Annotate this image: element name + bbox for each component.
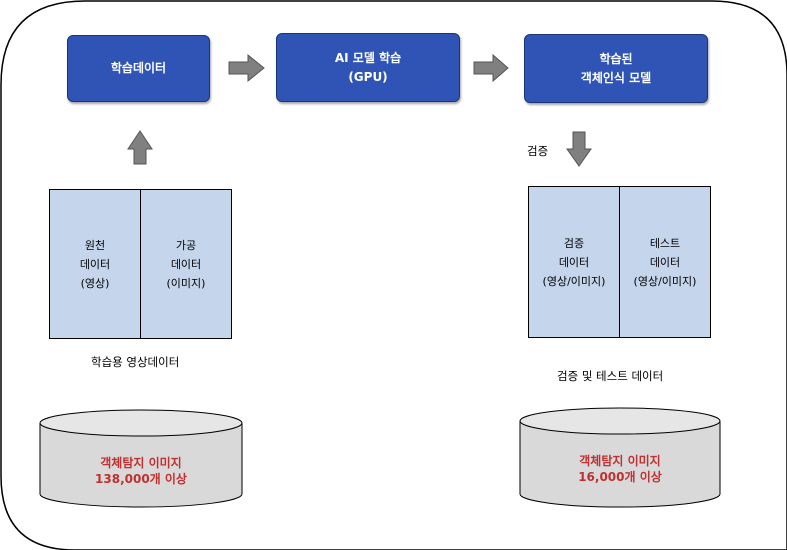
panel-raw-data: 원천 데이터 (영상): [49, 189, 141, 339]
verify-label: 검증: [527, 144, 549, 158]
arrow-down-icon: [566, 131, 592, 167]
panel-processed-data: 가공 데이터 (이미지): [140, 189, 232, 339]
node-label-line1: AI 모델 학습: [334, 50, 402, 65]
panel-line: 데이터: [170, 257, 202, 271]
database-line: 16,000개 이상: [578, 470, 662, 484]
database-label-test: 객체탐지 이미지 16,000개 이상: [520, 453, 720, 485]
test-panels-caption: 검증 및 테스트 데이터: [557, 369, 664, 383]
panel-line: 데이터: [649, 255, 681, 269]
database-label-train: 객체탐지 이미지 138,000개 이상: [40, 455, 242, 487]
arrow-right-icon: [473, 53, 509, 83]
database-cylinder-test: [519, 407, 721, 508]
panel-test-data: 테스트 데이터 (영상/이미지): [619, 186, 711, 338]
panel-line: 원천: [84, 238, 106, 252]
panel-line: (영상/이미지): [542, 274, 606, 288]
panel-validation-data: 검증 데이터 (영상/이미지): [528, 186, 620, 338]
panel-line: 데이터: [79, 257, 111, 271]
database-line: 138,000개 이상: [95, 472, 187, 486]
database-cylinder-train: [39, 409, 243, 508]
panel-line: 검증: [563, 236, 585, 250]
node-ai-training: AI 모델 학습 (GPU): [276, 33, 460, 102]
node-label-line1: 학습된: [599, 51, 633, 66]
panel-line: 테스트: [649, 236, 681, 250]
panel-line: (영상/이미지): [633, 274, 697, 288]
node-label-line2: (GPU): [348, 69, 388, 84]
database-line: 객체탐지 이미지: [579, 454, 661, 468]
node-label-line2: 객체인식 모델: [580, 70, 652, 85]
node-trained-model: 학습된 객체인식 모델: [524, 34, 708, 103]
panel-line: 가공: [175, 238, 197, 252]
database-line: 객체탐지 이미지: [100, 456, 182, 470]
panel-line: (영상): [80, 276, 110, 290]
arrow-right-icon: [228, 53, 265, 83]
panel-line: (이미지): [166, 276, 206, 290]
node-label: 학습데이터: [110, 61, 167, 75]
panel-line: 데이터: [558, 255, 590, 269]
node-training-data: 학습데이터: [67, 35, 210, 102]
train-panels-caption: 학습용 영상데이터: [91, 355, 180, 369]
arrow-up-icon: [127, 130, 153, 165]
